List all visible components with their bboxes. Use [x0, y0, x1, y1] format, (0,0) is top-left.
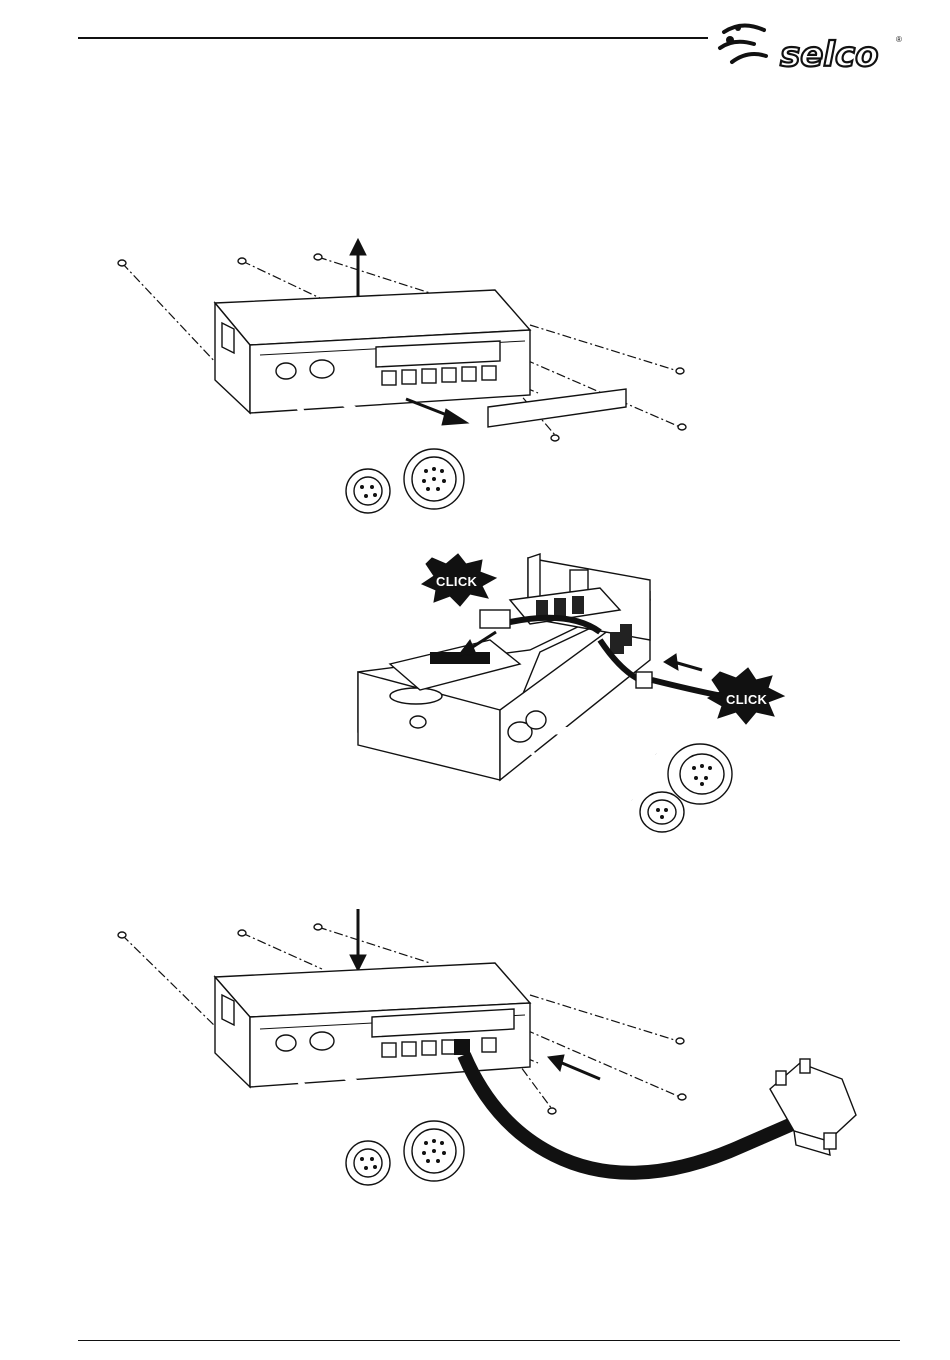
screw-icon: [678, 424, 686, 430]
screw-icon: [551, 435, 559, 441]
selco-logo: selco ®: [716, 18, 906, 74]
connector-small: [346, 469, 390, 513]
connector-cable-end: [770, 1059, 856, 1155]
arrow-down-icon: [350, 909, 366, 971]
connector-small: [346, 1141, 390, 1185]
screw-icon: [118, 932, 126, 938]
svg-text:CLICK: CLICK: [726, 692, 768, 707]
screw-icon: [676, 368, 684, 374]
screw-icon: [238, 258, 246, 264]
click-callout-top: CLICK: [422, 554, 496, 606]
svg-text:CLICK: CLICK: [436, 574, 478, 589]
figure-connect-board: CLICK CLICK: [350, 540, 790, 840]
brand-name: selco: [780, 35, 878, 74]
connector-large: [668, 744, 732, 804]
connector-large: [404, 449, 464, 509]
figure-remove-cover: [100, 235, 720, 525]
screw-icon: [548, 1108, 556, 1114]
screw-icon: [314, 254, 322, 260]
screw-icon: [238, 930, 246, 936]
screw-icon: [676, 1038, 684, 1044]
footer-rule: [78, 1340, 900, 1341]
screw-icon: [118, 260, 126, 266]
screw-icon: [314, 924, 322, 930]
figure-reassemble: [100, 905, 880, 1205]
registered-mark: ®: [896, 35, 902, 44]
connector-small: [640, 792, 684, 832]
header-rule: [78, 37, 708, 39]
arrow-up-icon: [350, 239, 366, 303]
screw-icon: [678, 1094, 686, 1100]
selco-logo-icon: selco ®: [716, 18, 906, 74]
connector-large: [404, 1121, 464, 1181]
